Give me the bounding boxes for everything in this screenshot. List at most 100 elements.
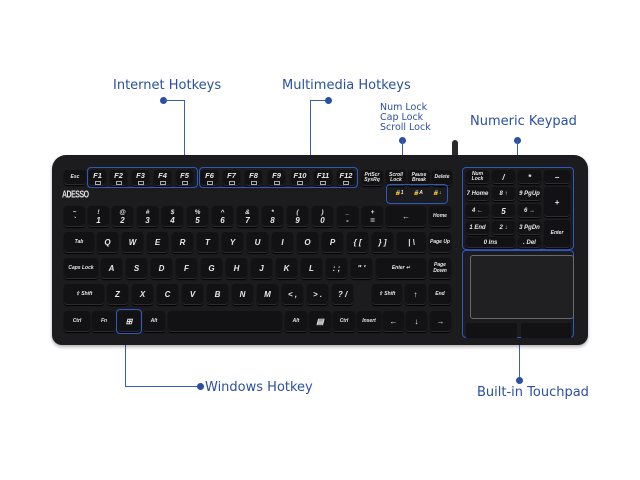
key-page-up[interactable]: Page Up bbox=[429, 232, 451, 253]
key-backspace[interactable]: ← bbox=[386, 206, 426, 227]
key-2[interactable]: @2 bbox=[112, 206, 133, 227]
key-num-divide[interactable]: / bbox=[492, 170, 515, 184]
key-a[interactable]: A bbox=[101, 258, 122, 279]
key-u[interactable]: U bbox=[247, 232, 268, 253]
key-menu[interactable]: ▤ bbox=[309, 311, 331, 332]
key-num-lock[interactable]: Num Lock bbox=[466, 170, 489, 184]
key-num-4[interactable]: 4 ← bbox=[466, 204, 489, 218]
key-f5[interactable]: F5 bbox=[176, 170, 193, 186]
key-num-plus[interactable]: + bbox=[544, 187, 570, 217]
key-pause[interactable]: Pause Break bbox=[408, 170, 430, 186]
key-0[interactable]: )0 bbox=[312, 206, 333, 227]
key-f4[interactable]: F4 bbox=[154, 170, 171, 186]
key-o[interactable]: O bbox=[297, 232, 318, 253]
key-page-down[interactable]: Page Down bbox=[429, 258, 451, 279]
key-p[interactable]: P bbox=[322, 232, 343, 253]
key-ctrl-left[interactable]: Ctrl bbox=[64, 311, 90, 332]
key-shift-left[interactable]: ⇧ Shift bbox=[64, 284, 104, 305]
key-num-enter[interactable]: Enter bbox=[544, 220, 570, 248]
key-ctrl-right[interactable]: Ctrl bbox=[333, 311, 355, 332]
key-f8[interactable]: F8 bbox=[245, 170, 262, 186]
key-r[interactable]: R bbox=[172, 232, 193, 253]
key-3[interactable]: #3 bbox=[137, 206, 158, 227]
key-arrow-up[interactable]: ↑ bbox=[405, 284, 426, 305]
key-arrow-right[interactable]: → bbox=[430, 311, 451, 332]
key-f6[interactable]: F6 bbox=[201, 170, 218, 186]
key-backslash[interactable]: | \ bbox=[397, 232, 426, 253]
key-insert[interactable]: Insert bbox=[357, 311, 381, 332]
key-fn[interactable]: Fn bbox=[92, 311, 116, 332]
key-num-5[interactable]: 5 bbox=[492, 204, 515, 218]
key-5[interactable]: %5 bbox=[187, 206, 208, 227]
key-slash[interactable]: ? / bbox=[332, 284, 353, 305]
key-l[interactable]: L bbox=[301, 258, 322, 279]
key-b[interactable]: B bbox=[207, 284, 228, 305]
key-c[interactable]: C bbox=[157, 284, 178, 305]
key-arrow-down[interactable]: ↓ bbox=[406, 311, 427, 332]
key-f11[interactable]: F11 bbox=[314, 170, 332, 186]
key-f12[interactable]: F12 bbox=[337, 170, 355, 186]
key-k[interactable]: K bbox=[276, 258, 297, 279]
key-num-decimal[interactable]: . Del bbox=[518, 237, 541, 248]
key-equals[interactable]: += bbox=[362, 206, 383, 227]
key-w[interactable]: W bbox=[122, 232, 143, 253]
key-delete[interactable]: Delete bbox=[432, 170, 452, 186]
key-y[interactable]: Y bbox=[222, 232, 243, 253]
key-f3[interactable]: F3 bbox=[132, 170, 149, 186]
key-f10[interactable]: F10 bbox=[291, 170, 309, 186]
key-d[interactable]: D bbox=[151, 258, 172, 279]
key-caps-lock[interactable]: Caps Lock bbox=[64, 258, 98, 279]
key-i[interactable]: I bbox=[272, 232, 293, 253]
key-f1[interactable]: F1 bbox=[89, 170, 106, 186]
key-m[interactable]: M bbox=[257, 284, 278, 305]
key-tab[interactable]: Tab bbox=[64, 232, 94, 253]
key-period[interactable]: > . bbox=[307, 284, 328, 305]
key-shift-right[interactable]: ⇧ Shift bbox=[372, 284, 402, 305]
key-num-9[interactable]: 9 PgUp bbox=[518, 187, 541, 201]
key-num-minus[interactable]: − bbox=[544, 170, 570, 184]
key-n[interactable]: N bbox=[232, 284, 253, 305]
touchpad-surface[interactable] bbox=[470, 255, 574, 319]
key-enter[interactable]: Enter ↵ bbox=[376, 258, 426, 279]
key-h[interactable]: H bbox=[226, 258, 247, 279]
key-num-3[interactable]: 3 PgDn bbox=[518, 221, 541, 235]
key-esc[interactable]: Esc bbox=[64, 170, 86, 185]
key-num-2[interactable]: 2 ↓ bbox=[492, 221, 515, 235]
key-tilde[interactable]: ~` bbox=[64, 206, 85, 227]
key-q[interactable]: Q bbox=[97, 232, 118, 253]
key-t[interactable]: T bbox=[197, 232, 218, 253]
key-num-0[interactable]: 0 Ins bbox=[466, 237, 515, 248]
touchpad-left-button[interactable] bbox=[466, 323, 517, 338]
touchpad-right-button[interactable] bbox=[521, 323, 571, 338]
key-num-6[interactable]: 6 → bbox=[518, 204, 541, 218]
key-1[interactable]: !1 bbox=[88, 206, 109, 227]
key-bracket-right[interactable]: } ] bbox=[372, 232, 393, 253]
key-comma[interactable]: < , bbox=[282, 284, 303, 305]
key-f7[interactable]: F7 bbox=[223, 170, 240, 186]
key-num-multiply[interactable]: * bbox=[518, 170, 541, 184]
key-z[interactable]: Z bbox=[107, 284, 128, 305]
key-f9[interactable]: F9 bbox=[268, 170, 285, 186]
key-end[interactable]: End bbox=[429, 284, 451, 305]
key-alt-right[interactable]: Alt bbox=[285, 311, 307, 332]
key-j[interactable]: J bbox=[251, 258, 272, 279]
key-9[interactable]: (9 bbox=[287, 206, 308, 227]
key-semicolon[interactable]: : ; bbox=[326, 258, 347, 279]
key-quote[interactable]: " ' bbox=[351, 258, 372, 279]
key-x[interactable]: X bbox=[132, 284, 153, 305]
key-num-1[interactable]: 1 End bbox=[466, 221, 489, 235]
key-arrow-left[interactable]: ← bbox=[383, 311, 404, 332]
key-num-7[interactable]: 7 Home bbox=[466, 187, 489, 201]
key-8[interactable]: *8 bbox=[262, 206, 283, 227]
key-home[interactable]: Home bbox=[429, 206, 451, 227]
key-f2[interactable]: F2 bbox=[110, 170, 127, 186]
key-alt-left[interactable]: Alt bbox=[143, 311, 165, 332]
key-space[interactable] bbox=[168, 311, 282, 332]
key-num-8[interactable]: 8 ↑ bbox=[492, 187, 515, 201]
key-windows[interactable]: ⊞ bbox=[118, 311, 140, 332]
key-minus[interactable]: _- bbox=[337, 206, 358, 227]
key-6[interactable]: ^6 bbox=[212, 206, 233, 227]
key-bracket-left[interactable]: { [ bbox=[347, 232, 368, 253]
key-7[interactable]: &7 bbox=[237, 206, 258, 227]
key-g[interactable]: G bbox=[201, 258, 222, 279]
